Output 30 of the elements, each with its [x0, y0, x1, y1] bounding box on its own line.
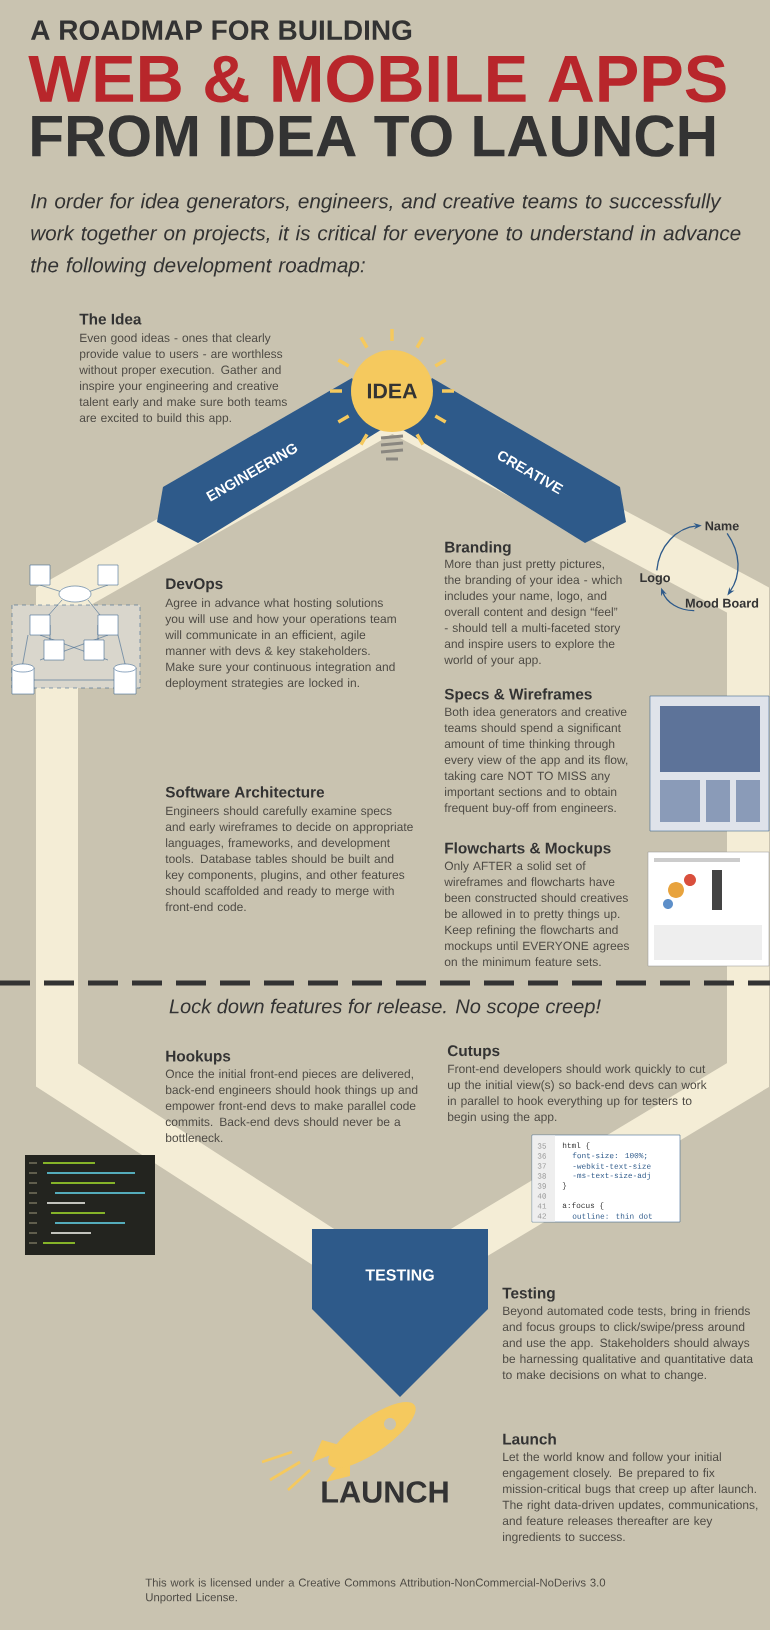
section-heading: Branding [445, 541, 511, 556]
body-text: Let the world know and follow your initial engagement closely. Be prepared to fix mission-critical bugs that creep up after launch. The right data-driven updates, communications, and feature releases thereafter are key ingredients to success. [502, 1452, 758, 1544]
cycle-label: Mood Board [685, 598, 759, 608]
section-heading: The Idea [79, 313, 142, 325]
cycle-label: Logo [640, 573, 670, 585]
intro-text: In order for idea generators, engineers, and creative teams to successfully work together on projects, it is critical for everyone to understand in advance the following development roadmap: [31, 193, 741, 277]
headline-text: FROM IDEA TO LAUNCH [32, 115, 715, 157]
body-text: Only AFTER a solid set of wireframes and flowcharts have been constructed should creatives be allowed in to pretty things up. Keep refining the flowcharts and mockups until EVERYONE agrees on the minimum feature sets. [444, 861, 629, 967]
headline-text: WEB & MOBILE APPS [28, 55, 726, 103]
title-text: A ROADMAP FOR BUILDING [30, 20, 412, 41]
body-text: Beyond automated code tests, bring in friends and focus groups to click/swipe/press around and use the app. Stakeholders should always be harnessing qualitative and quantitative data to make decisions on what to change. [502, 1306, 754, 1382]
body-text: Once the initial front-end pieces are delivered, back-end engineers should hook things up and empower front-end devs to make parallel code commits. Back-end devs should never be a bottleneck. [165, 1069, 418, 1143]
section-heading: Testing [502, 1287, 555, 1302]
launch-text: LAUNCH [322, 1481, 448, 1503]
license-text: This work is licensed under a Creative Commons Attribution-NonCommercial-NoDerivs 3.0 Unported License. [145, 1578, 606, 1604]
section-heading: Cutups [447, 1045, 500, 1060]
testing-band: TESTING [312, 1229, 488, 1397]
section-heading: Specs & Wireframes [444, 688, 592, 703]
body-text: Front-end developers should work quickly to cut up the initial view(s) so back-end devs can work in parallel to hook everything up for testers to begin using the app. [448, 1064, 707, 1124]
section-heading: Launch [503, 1433, 556, 1445]
body-text: More than just pretty pictures, the branding of your idea - which includes your name, logo, and overall content and design “feel” - should tell a multi-faceted story and inspire users to explore the world of your app. [444, 559, 622, 667]
section-heading: DevOps [166, 578, 223, 593]
banner-text: Lock down features for release. No scope creep! [169, 998, 601, 1018]
body-text: Agree in advance what hosting solutions you will use and how your operations team will communicate in an efficient, agile manner with devs & key stakeholders. Make sure your continuous integration and deployment strategies are locked in. [165, 598, 396, 690]
body-text: Engineers should carefully examine specs and early wireframes to decide on appropriate languages, frameworks, and development tools. Database tables should be built and key components, plugins, and other features should scaffolded and ready to merge with front-end code. [165, 806, 413, 912]
section-heading: Software Architecture [165, 786, 325, 798]
body-text: Both idea generators and creative teams should spend a significant amount of time thinking through every view of the app and its flow, taking care NOT TO MISS any important sections and to obtain frequent buy-off from engineers. [444, 707, 628, 815]
cycle-label: Name [705, 521, 739, 531]
section-heading: Flowcharts & Mockups [445, 842, 611, 857]
section-heading: Hookups [166, 1050, 231, 1065]
